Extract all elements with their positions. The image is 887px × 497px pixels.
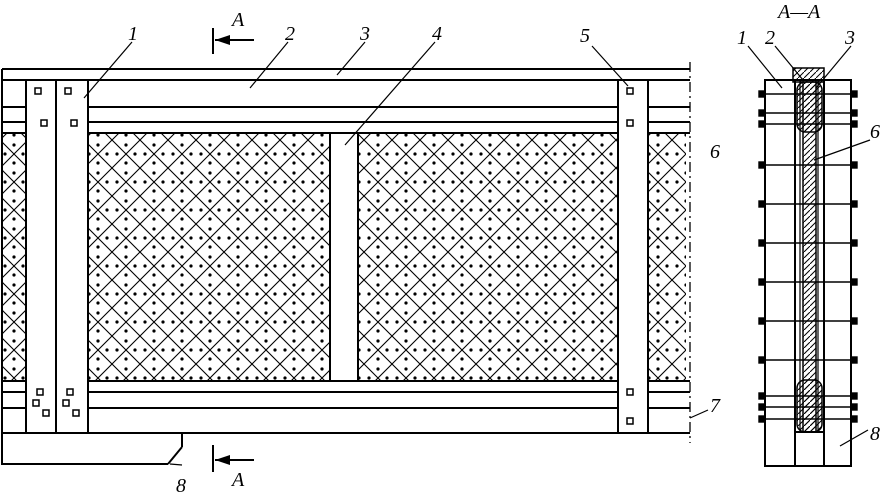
section-callout-8: 8	[870, 423, 880, 445]
elevation-view: A A 1 2 3 4 5 6 7 8	[1, 9, 721, 497]
section-callout-1: 1	[737, 27, 747, 49]
section-marker-top-letter: A	[230, 9, 245, 31]
callout-3: 3	[359, 23, 370, 45]
callout-6: 6	[710, 141, 720, 163]
section-callout-3: 3	[844, 27, 855, 49]
callout-8: 8	[176, 475, 186, 497]
section-marker-bottom-letter: A	[230, 469, 245, 491]
panel-left	[88, 133, 330, 381]
callout-5: 5	[580, 25, 590, 47]
panel-right-edge	[648, 133, 686, 381]
callout-7: 7	[710, 395, 721, 417]
section-view: A—A	[737, 1, 880, 467]
section-callout-2: 2	[765, 27, 775, 49]
section-ties	[758, 90, 858, 423]
bolt-markers	[32, 87, 634, 425]
section-title: A—A	[776, 1, 821, 23]
callout-1: 1	[128, 23, 138, 45]
panel-left-edge	[2, 133, 26, 381]
post-left-outer	[25, 79, 57, 434]
callout-4: 4	[432, 23, 442, 45]
section-callout-6: 6	[870, 121, 880, 143]
post-right	[617, 79, 649, 434]
rib-center	[329, 132, 359, 382]
callout-2: 2	[285, 23, 295, 45]
post-left-inner	[55, 79, 89, 434]
panel-right	[358, 133, 618, 381]
